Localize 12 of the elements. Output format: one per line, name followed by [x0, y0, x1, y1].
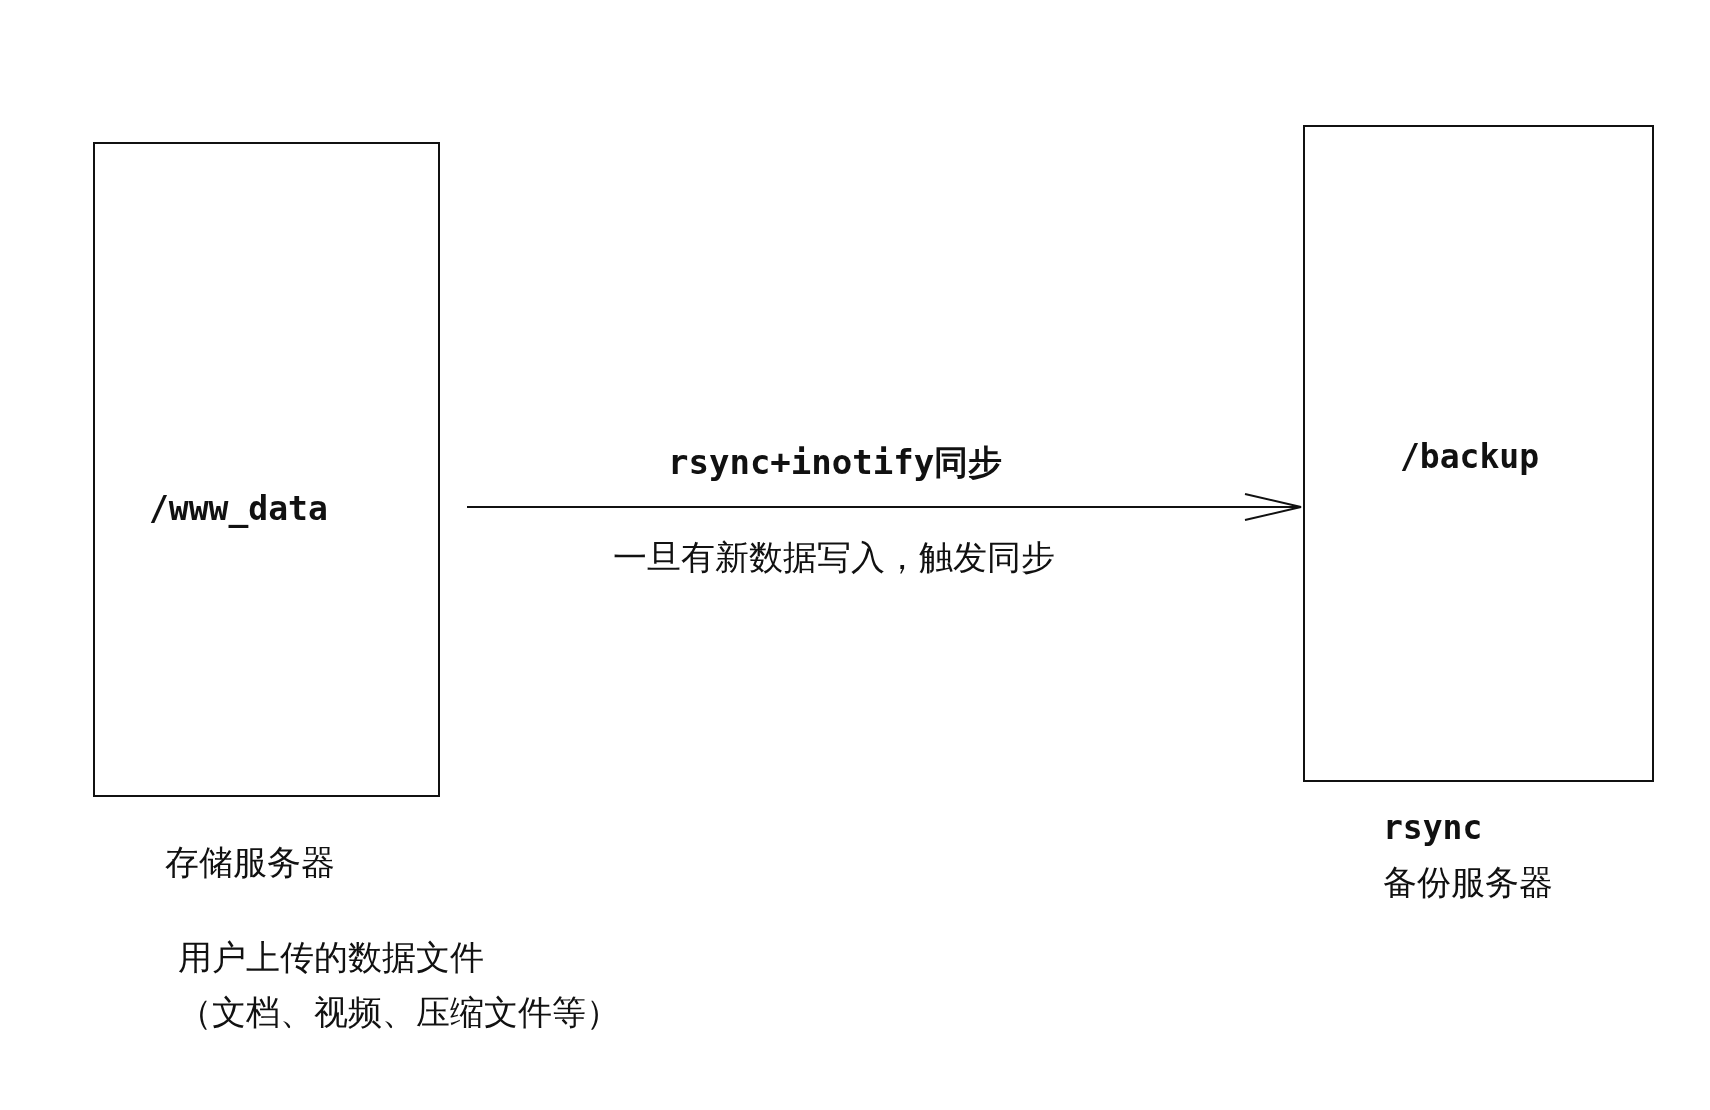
note-text: 一旦有新数据写入，触发同步: [613, 536, 1055, 579]
arrow: [466, 493, 1302, 521]
edge-label: rsync+inotify同步: [668, 441, 1003, 484]
node-caption: （文档、视频、压缩文件等）: [178, 991, 620, 1034]
node-caption: rsync: [1383, 808, 1483, 847]
server-box: [1303, 125, 1654, 782]
server-box: [93, 142, 440, 797]
node-caption: 存储服务器: [165, 841, 335, 884]
node-caption: 备份服务器: [1383, 861, 1553, 904]
node-caption: 用户上传的数据文件: [178, 936, 484, 979]
folder-path: /www_data: [149, 489, 328, 528]
folder-path: /backup: [1400, 437, 1540, 476]
